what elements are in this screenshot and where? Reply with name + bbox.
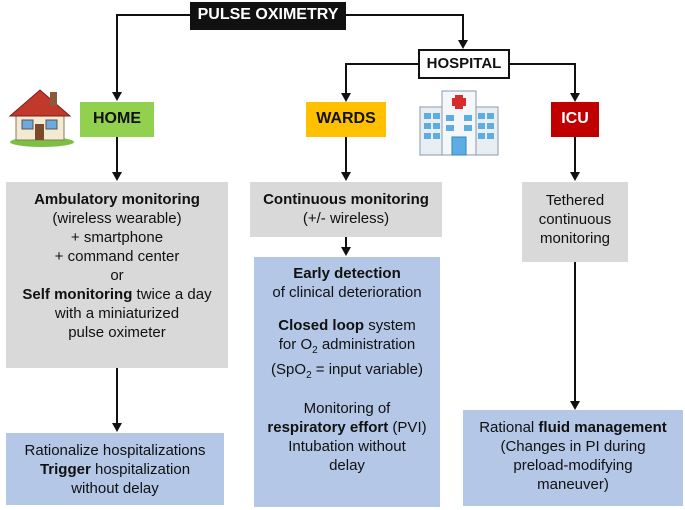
icu-outcome-line-2: (Changes in PI during — [500, 438, 646, 455]
tag-wards: WARDS — [306, 102, 386, 137]
icu-outcome-box: Rational fluid management (Changes in PI… — [463, 410, 683, 506]
wards-line-2: (+/- wireless) — [302, 210, 390, 227]
home-line-4: + command center — [54, 248, 180, 265]
tag-wards-label: WARDS — [316, 110, 376, 127]
wards-outcome-line-2: of clinical deterioration — [272, 284, 422, 301]
title-box: PULSE OXIMETRY — [190, 2, 346, 30]
home-line-7: with a miniaturized — [54, 305, 180, 322]
wards-outcome-line-4-sub: 2 — [312, 345, 318, 356]
wards-outcome-line-5b: = input variable) — [311, 361, 423, 378]
home-line-2: (wireless wearable) — [52, 210, 182, 227]
home-line-8: pulse oximeter — [68, 324, 166, 341]
home-monitoring-box: Ambulatory monitoring (wireless wearable… — [6, 182, 228, 368]
wards-outcome-line-5a: (SpO — [271, 361, 307, 378]
hospital-label: HOSPITAL — [426, 55, 502, 72]
fluid-management-label: fluid management — [538, 419, 667, 436]
continuous-monitoring-label: Continuous monitoring — [263, 191, 429, 208]
self-monitoring-label: Self monitoring — [22, 286, 133, 303]
wards-outcome-line-3-rest: system — [364, 317, 416, 334]
respiratory-effort-label: respiratory effort — [267, 419, 389, 436]
icu-line-2: continuous — [538, 211, 612, 228]
wards-outcome-line-9: delay — [329, 457, 365, 474]
icu-line-1: Tethered — [545, 192, 605, 209]
tag-icu-label: ICU — [561, 110, 589, 127]
arrow-hospital-to-wards — [345, 63, 418, 96]
ambulatory-monitoring-label: Ambulatory monitoring — [34, 191, 200, 208]
wards-outcome-line-8: Intubation without — [288, 438, 406, 455]
hospital-building-icon — [419, 90, 499, 156]
icu-outcome-line-4: maneuver) — [537, 476, 609, 493]
home-line-5: or — [110, 267, 124, 284]
house-icon — [8, 89, 74, 147]
arrow-title-to-hospital — [346, 14, 464, 42]
icu-outcome-line-1a: Rational — [479, 419, 539, 436]
arrow-title-to-home — [116, 14, 190, 95]
icu-line-3: monitoring — [539, 230, 611, 247]
icu-monitoring-box: Tethered continuous monitoring — [522, 182, 628, 262]
early-detection-label: Early detection — [293, 265, 401, 282]
home-line-6-rest: twice a day — [132, 286, 212, 303]
home-outcome-line-3: without delay — [71, 480, 159, 497]
title-label: PULSE OXIMETRY — [197, 6, 339, 23]
tag-icu: ICU — [551, 102, 599, 137]
wards-outcome-line-6: Monitoring of — [303, 400, 391, 417]
tag-home-label: HOME — [93, 110, 141, 127]
wards-outcome-line-4b: administration — [317, 336, 416, 353]
wards-monitoring-box: Continuous monitoring (+/- wireless) — [250, 182, 442, 237]
arrow-hospital-to-icu — [510, 63, 576, 96]
wards-outcome-line-4a: for O — [278, 336, 313, 353]
wards-outcome-line-7-rest: (PVI) — [388, 419, 427, 436]
closed-loop-label: Closed loop — [278, 317, 365, 334]
home-outcome-line-1: Rationalize hospitalizations — [24, 442, 206, 459]
home-outcome-box: Rationalize hospitalizations Trigger hos… — [6, 433, 224, 505]
trigger-label: Trigger — [39, 461, 91, 478]
home-line-3: + smartphone — [70, 229, 164, 246]
home-outcome-line-2-rest: hospitalization — [90, 461, 191, 478]
tag-home: HOME — [80, 102, 154, 137]
wards-outcome-box: Early detection of clinical deterioratio… — [254, 257, 440, 507]
hospital-box: HOSPITAL — [418, 49, 510, 79]
icu-outcome-line-3: preload-modifying — [513, 457, 633, 474]
wards-outcome-line-5-sub: 2 — [306, 370, 312, 381]
